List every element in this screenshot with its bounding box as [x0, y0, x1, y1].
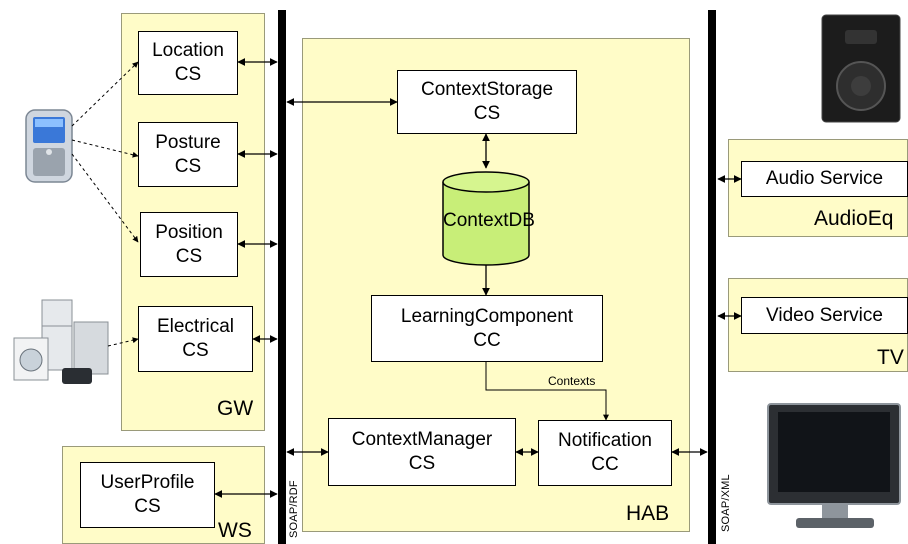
- position-cs-box: Position CS: [140, 212, 238, 277]
- notification-cc-box: Notification CC: [538, 420, 672, 486]
- box-type: CS: [408, 453, 436, 474]
- box-title: Location: [152, 40, 224, 61]
- mobile-phone-image: [25, 109, 73, 183]
- posture-cs-box: Posture CS: [138, 122, 238, 187]
- box-title: Video Service: [766, 304, 883, 326]
- learningcomponent-cc-box: LearningComponent CC: [371, 295, 603, 362]
- hab-label: HAB: [626, 502, 670, 525]
- ws-label: WS: [218, 519, 252, 542]
- audioeq-label: AudioEq: [814, 207, 894, 230]
- contextstorage-cs-box: ContextStorage CS: [397, 70, 577, 134]
- contextmanager-cs-box: ContextManager CS: [328, 418, 516, 486]
- userprofile-cs-box: UserProfile CS: [80, 462, 215, 528]
- speaker-image: [821, 14, 901, 123]
- box-title: ContextStorage: [420, 79, 554, 100]
- box-title: ContextManager: [351, 429, 493, 450]
- soap-rdf-bus: [278, 10, 286, 544]
- audio-service-box: Audio Service: [741, 161, 908, 197]
- box-type: CC: [591, 454, 619, 475]
- context-db-cylinder: [442, 171, 530, 266]
- television-image: [767, 403, 901, 528]
- box-title: Notification: [558, 430, 652, 451]
- box-title: Electrical: [156, 316, 235, 337]
- box-title: LearningComponent: [400, 305, 574, 327]
- box-type: CS: [175, 245, 203, 267]
- box-title: UserProfile: [100, 472, 195, 493]
- home-appliances-image: [13, 299, 109, 384]
- box-type: CS: [182, 340, 209, 361]
- box-type: CC: [473, 329, 501, 351]
- box-title: Posture: [155, 131, 221, 153]
- electrical-cs-box: Electrical CS: [138, 306, 253, 372]
- box-title: Audio Service: [765, 168, 884, 189]
- sensor-links: [71, 61, 139, 347]
- contexts-edge-label: Contexts: [548, 374, 596, 388]
- video-service-box: Video Service: [741, 297, 908, 334]
- box-title: Position: [155, 221, 223, 243]
- box-type: CS: [174, 64, 202, 85]
- gw-label: GW: [217, 397, 254, 420]
- location-cs-box: Location CS: [138, 31, 238, 95]
- service-links: [214, 58, 742, 498]
- box-type: CS: [134, 496, 161, 517]
- soap-xml-bus: [708, 10, 716, 544]
- context-db-label: ContextDB: [443, 210, 535, 231]
- tv-label: TV: [877, 346, 904, 369]
- box-type: CS: [473, 103, 501, 124]
- box-type: CS: [174, 155, 202, 177]
